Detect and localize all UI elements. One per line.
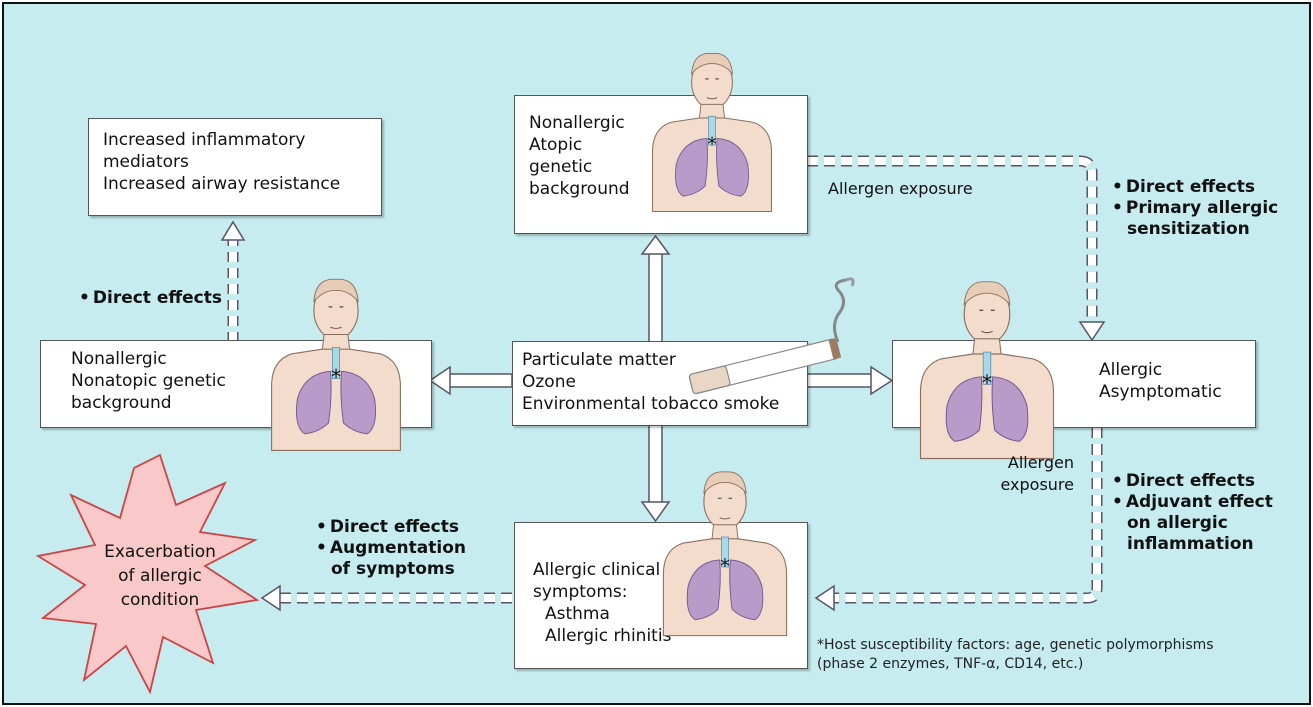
bullet-line: Primary allergic xyxy=(1112,198,1278,219)
starburst-line: of allergic xyxy=(70,564,250,588)
bullet-line: sensitization xyxy=(1112,219,1278,240)
bullet-line: of symptoms xyxy=(316,559,466,580)
label-allergen-exposure-bottom: Allergen exposure xyxy=(994,452,1074,496)
bullet-line: Augmentation xyxy=(316,538,466,559)
bullet-line: Direct effects xyxy=(316,517,466,538)
bullet-line: inflammation xyxy=(1112,534,1273,555)
label-allergen-exposure-top: Allergen exposure xyxy=(828,178,973,200)
bullet-line: Adjuvant effect xyxy=(1112,492,1273,513)
cigarette-icon xyxy=(689,279,853,394)
label-direct-effects-left: Direct effects xyxy=(79,288,222,309)
bullets-bottom-left: Direct effects Augmentation of symptoms xyxy=(316,517,466,580)
figure-right xyxy=(921,282,1054,459)
starburst-line: Exacerbation xyxy=(70,540,250,564)
starburst-label: Exacerbation of allergic condition xyxy=(70,540,250,612)
footnote-line: (phase 2 enzymes, TNF-α, CD14, etc.) xyxy=(817,655,1214,674)
plain-line: exposure xyxy=(994,474,1074,496)
bullets-top-right: Direct effects Primary allergic sensitiz… xyxy=(1112,177,1278,240)
figure-top-center xyxy=(653,53,772,211)
footnote: *Host susceptibility factors: age, genet… xyxy=(817,636,1214,674)
figure-bottom-center xyxy=(663,472,786,636)
plain-line: Allergen xyxy=(994,452,1074,474)
bullet-line: on allergic xyxy=(1112,513,1273,534)
bullet-line: Direct effects xyxy=(79,288,222,309)
starburst-line: condition xyxy=(70,588,250,612)
bullet-line: Direct effects xyxy=(1112,177,1278,198)
bullets-bottom-right: Direct effects Adjuvant effect on allerg… xyxy=(1112,471,1273,555)
bullet-line: Direct effects xyxy=(1112,471,1273,492)
figure-left xyxy=(272,279,401,450)
footnote-line: *Host susceptibility factors: age, genet… xyxy=(817,636,1214,655)
